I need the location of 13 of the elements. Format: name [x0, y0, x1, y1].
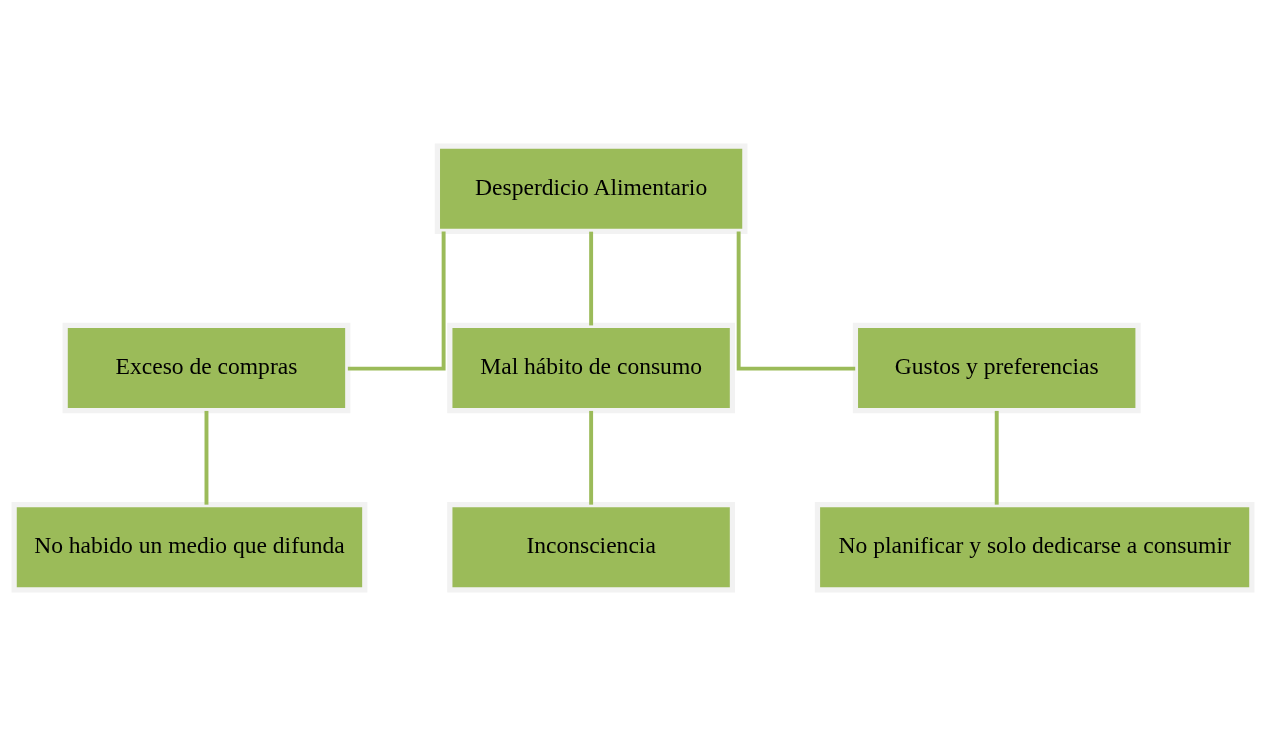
node-box: No habido un medio que difunda: [11, 502, 368, 593]
connector: [589, 231, 594, 326]
connector: [347, 231, 446, 371]
connector: [736, 231, 856, 371]
node-box: No planificar y solo dedicarse a consumir: [814, 502, 1255, 593]
connector: [589, 410, 594, 505]
connector: [994, 410, 999, 505]
node-box: Exceso de compras: [62, 322, 351, 414]
node-box: Desperdicio Alimentario: [434, 143, 748, 234]
node-box: Mal hábito de consumo: [447, 322, 736, 414]
node-box: Gustos y preferencias: [852, 322, 1141, 414]
node-box: Inconsciencia: [447, 502, 736, 593]
connector: [204, 410, 209, 505]
